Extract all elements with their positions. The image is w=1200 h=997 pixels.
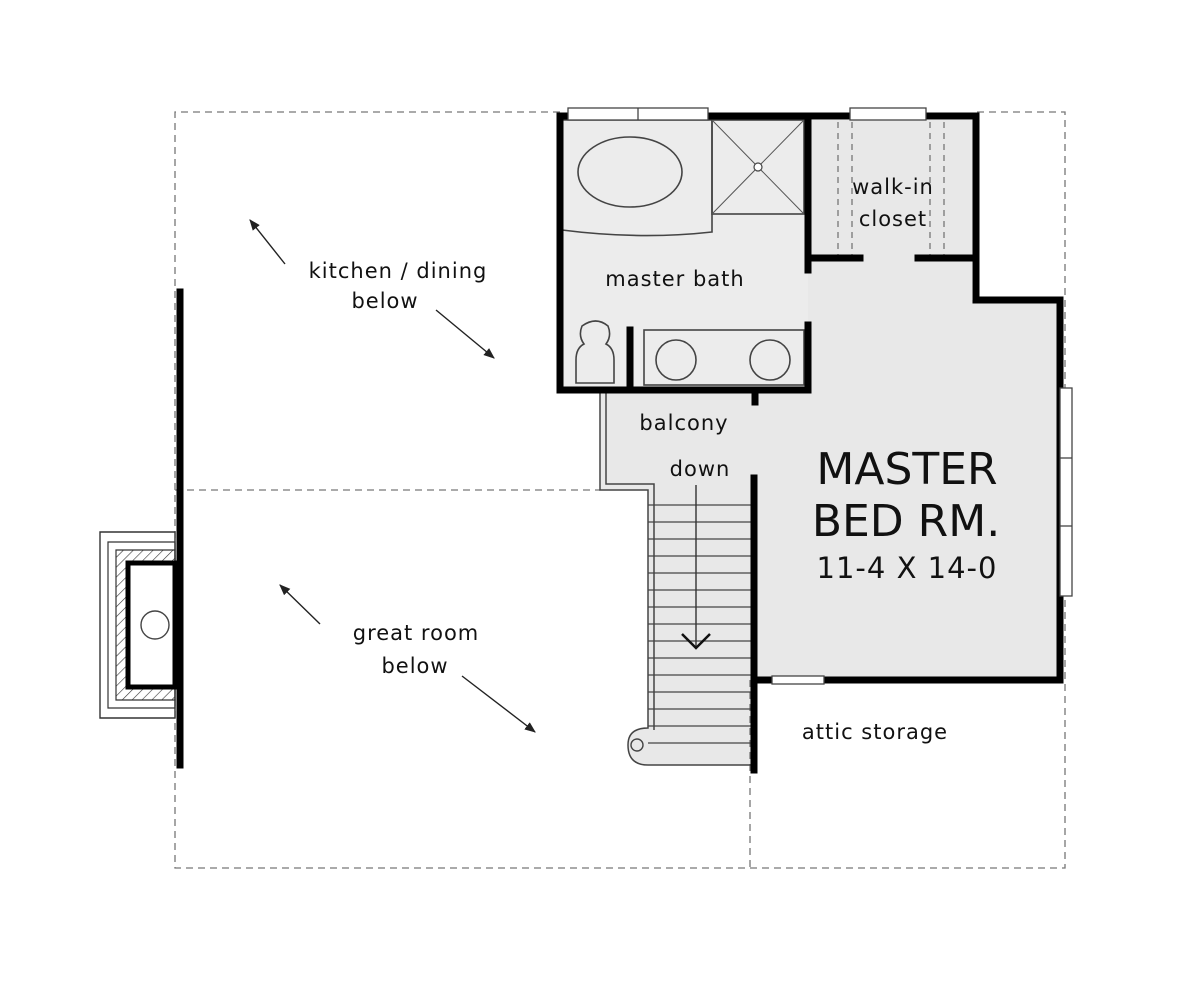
- open-area-outlines: [174, 111, 1066, 869]
- kitchen-dining-label: kitchen / dining: [309, 259, 488, 283]
- stair-down-arrow-icon: [681, 485, 711, 650]
- balcony-floor: [600, 390, 752, 490]
- great-room-below-label: below: [381, 654, 448, 678]
- stair-down-label: down: [670, 457, 731, 481]
- balcony-railing: [599, 390, 752, 766]
- master-bedroom-dimensions: 11-4 X 14-0: [817, 551, 998, 585]
- newel-post: [630, 738, 644, 752]
- stair-floor: [628, 490, 752, 765]
- shower-icon: [711, 119, 805, 215]
- walls: [176, 112, 1064, 774]
- master-bath-label: master bath: [605, 267, 744, 291]
- toilet-icon: [575, 320, 615, 384]
- direction-arrows: [249, 219, 536, 733]
- closet-shelves: [837, 122, 945, 258]
- balcony-label: balcony: [639, 411, 728, 435]
- walk-in-label: walk-in: [852, 175, 934, 199]
- bathtub-icon: [561, 119, 713, 237]
- master-bedroom-subtitle: BED RM.: [812, 496, 1000, 547]
- kitchen-dining-below-label: below: [351, 289, 418, 313]
- windows: [567, 107, 1073, 685]
- fireplace: [99, 531, 178, 719]
- master-bath-floor: [560, 118, 808, 390]
- vanity-icon: [643, 329, 805, 386]
- great-room-label: great room: [353, 621, 480, 645]
- closet-label: closet: [859, 207, 927, 231]
- attic-storage-label: attic storage: [802, 720, 948, 744]
- walk-in-closet-floor: [808, 120, 976, 262]
- stair-treads: [648, 504, 752, 744]
- master-bedroom-floor: [752, 262, 1060, 680]
- master-bedroom-title: MASTER: [816, 444, 997, 495]
